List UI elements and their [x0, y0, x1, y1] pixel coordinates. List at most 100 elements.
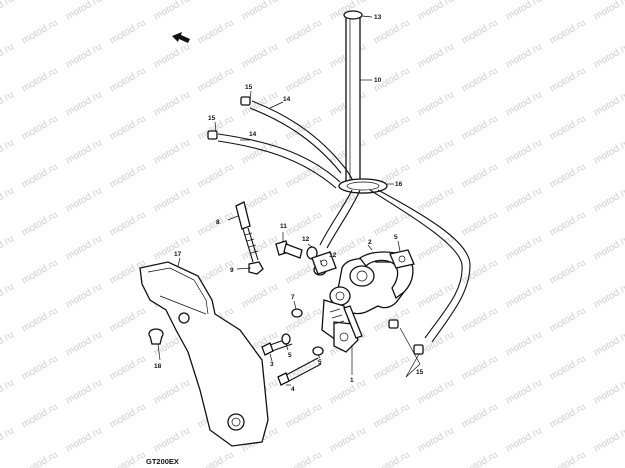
- watermark-text: motod.ru: [0, 89, 16, 118]
- screw-4: [277, 357, 322, 386]
- watermark-text: motod.ru: [548, 161, 588, 190]
- watermark-text: motod.ru: [0, 425, 16, 454]
- watermark-text: motod.ru: [548, 401, 588, 430]
- watermark-text: motod.ru: [372, 17, 412, 46]
- callout-16: 16: [395, 181, 403, 188]
- watermark-text: motod.ru: [64, 425, 104, 454]
- watermark-text: motod.ru: [64, 0, 104, 23]
- watermark-text: motod.ru: [460, 449, 500, 468]
- watermark-text: motod.ru: [64, 41, 104, 70]
- watermark-text: motod.ru: [152, 377, 192, 406]
- callout-13: 13: [374, 14, 382, 21]
- grommet-16: [338, 178, 388, 194]
- callout-5-upper: 5: [288, 352, 292, 359]
- watermark-text: motod.ru: [64, 89, 104, 118]
- watermark-text: motod.ru: [504, 89, 544, 118]
- watermark-text: motod.ru: [196, 161, 236, 190]
- watermark-text: motod.ru: [240, 41, 280, 70]
- watermark-text: motod.ru: [548, 305, 588, 334]
- watermark-text: motod.ru: [64, 281, 104, 310]
- watermark-text: motod.ru: [504, 377, 544, 406]
- watermark-text: motod.ru: [504, 425, 544, 454]
- callout-5-lower: 5: [318, 359, 322, 366]
- callout-7: 7: [291, 294, 295, 301]
- leader-lines: [157, 15, 421, 386]
- hose-14-upper: [249, 100, 355, 184]
- watermark-text: motod.ru: [64, 185, 104, 214]
- callout-10: 10: [374, 77, 382, 84]
- watermark-text: motod.ru: [592, 425, 625, 454]
- watermark-text: motod.ru: [460, 209, 500, 238]
- watermark-text: motod.ru: [592, 41, 625, 70]
- watermark-text: motod.ru: [64, 233, 104, 262]
- oil-pipe-10: [345, 15, 361, 186]
- watermark-text: motod.ru: [0, 281, 16, 310]
- watermark-text: motod.ru: [504, 185, 544, 214]
- callout-17: 17: [174, 251, 182, 258]
- watermark-text: motod.ru: [504, 329, 544, 358]
- watermark-text: motod.ru: [240, 0, 280, 23]
- callout-4: 4: [291, 386, 295, 393]
- watermark-text: motod.ru: [152, 0, 192, 23]
- watermark-text: motod.ru: [196, 449, 236, 468]
- watermark-text: motod.ru: [284, 17, 324, 46]
- watermark-text: motod.ru: [108, 161, 148, 190]
- watermark-text: motod.ru: [416, 233, 456, 262]
- hose-14-lower: [217, 133, 341, 189]
- watermark-text: motod.ru: [20, 17, 60, 46]
- watermark-text: motod.ru: [152, 233, 192, 262]
- watermark-text: motod.ru: [152, 41, 192, 70]
- callout-14-mid: 14: [249, 131, 257, 138]
- watermark-text: motod.ru: [416, 425, 456, 454]
- watermark-text: motod.ru: [592, 0, 625, 23]
- callout-8: 8: [216, 219, 220, 226]
- callout-12-lower: 12: [329, 252, 337, 259]
- watermark-text: motod.ru: [372, 401, 412, 430]
- watermark-text: motod.ru: [20, 401, 60, 430]
- watermark-text: motod.ru: [0, 0, 16, 23]
- watermark-text: motod.ru: [240, 281, 280, 310]
- watermark-text: motod.ru: [592, 281, 625, 310]
- watermark-text: motod.ru: [64, 377, 104, 406]
- callout-2: 2: [368, 239, 372, 246]
- watermark-text: motod.ru: [416, 185, 456, 214]
- watermark-text: motod.ru: [416, 377, 456, 406]
- watermark-text: motod.ru: [64, 329, 104, 358]
- watermark-text: motod.ru: [372, 353, 412, 382]
- washer-5-upper: [281, 333, 291, 345]
- watermark-text: motod.ru: [504, 233, 544, 262]
- watermark-text: motod.ru: [592, 233, 625, 262]
- watermark-text: motod.ru: [284, 449, 324, 468]
- callout-12-upper: 12: [302, 236, 310, 243]
- clip-15-lower: [413, 344, 424, 355]
- hose-cap-15-lower: [207, 130, 218, 140]
- watermark-text: motod.ru: [20, 353, 60, 382]
- watermark-text: motod.ru: [0, 41, 16, 70]
- watermark-text: motod.ru: [416, 41, 456, 70]
- watermark-text: motod.ru: [108, 449, 148, 468]
- watermark-text: motod.ru: [20, 65, 60, 94]
- watermark-text: motod.ru: [416, 137, 456, 166]
- watermark-text: motod.ru: [416, 89, 456, 118]
- callout-15-right: 15: [416, 369, 424, 376]
- watermark-text: motod.ru: [504, 0, 544, 23]
- watermark-text: motod.ru: [20, 161, 60, 190]
- callout-3: 3: [270, 361, 274, 368]
- watermark-text: motod.ru: [460, 65, 500, 94]
- watermark-text: motod.ru: [548, 353, 588, 382]
- watermark-text: motod.ru: [548, 113, 588, 142]
- outlet-fitting-6: [389, 249, 415, 269]
- oil-pump-1: [321, 257, 408, 353]
- watermark-text: motod.ru: [460, 401, 500, 430]
- hose-to-right-outlet: [369, 189, 471, 343]
- watermark-text: motod.ru: [284, 209, 324, 238]
- watermark-text: motod.ru: [460, 161, 500, 190]
- callout-15-top: 15: [245, 84, 253, 91]
- watermark-text: motod.ru: [284, 401, 324, 430]
- banjo-bolt-11: [275, 240, 303, 259]
- watermark-text: motod.ru: [460, 257, 500, 286]
- watermark-text: motod.ru: [196, 17, 236, 46]
- watermark-text: motod.ru: [460, 305, 500, 334]
- watermark-text: motod.ru: [460, 353, 500, 382]
